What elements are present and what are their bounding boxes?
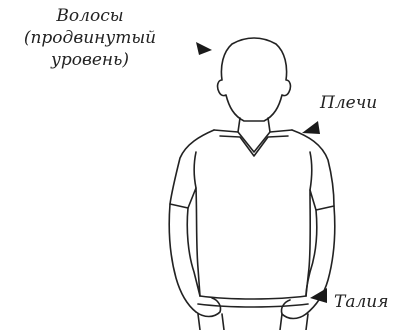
left-hand <box>196 298 221 317</box>
sleeve-seam-right <box>310 152 312 190</box>
collar-inner <box>220 136 288 156</box>
sleeve-seam-left <box>194 152 196 188</box>
right-hand <box>281 300 306 319</box>
collar-outline <box>214 130 292 152</box>
tshirt-outline <box>170 130 334 296</box>
waist-label: Талия <box>334 294 389 311</box>
hair-label: Волосы (продвинутый уровень) <box>2 8 178 74</box>
left-arm-outline <box>169 204 200 312</box>
belt-line <box>198 304 308 307</box>
hair-label-line-3: уровень) <box>2 52 178 74</box>
waistline <box>200 296 306 299</box>
shoulders-pointer-icon <box>302 121 320 134</box>
hair-pointer-icon <box>196 42 212 55</box>
shoulders-label: Плечи <box>320 95 377 112</box>
hair-label-line-2: (продвинутый <box>2 30 178 52</box>
hair-label-line-1: Волосы <box>2 8 178 30</box>
head-outline <box>218 38 291 121</box>
jeans-outline <box>198 314 308 330</box>
